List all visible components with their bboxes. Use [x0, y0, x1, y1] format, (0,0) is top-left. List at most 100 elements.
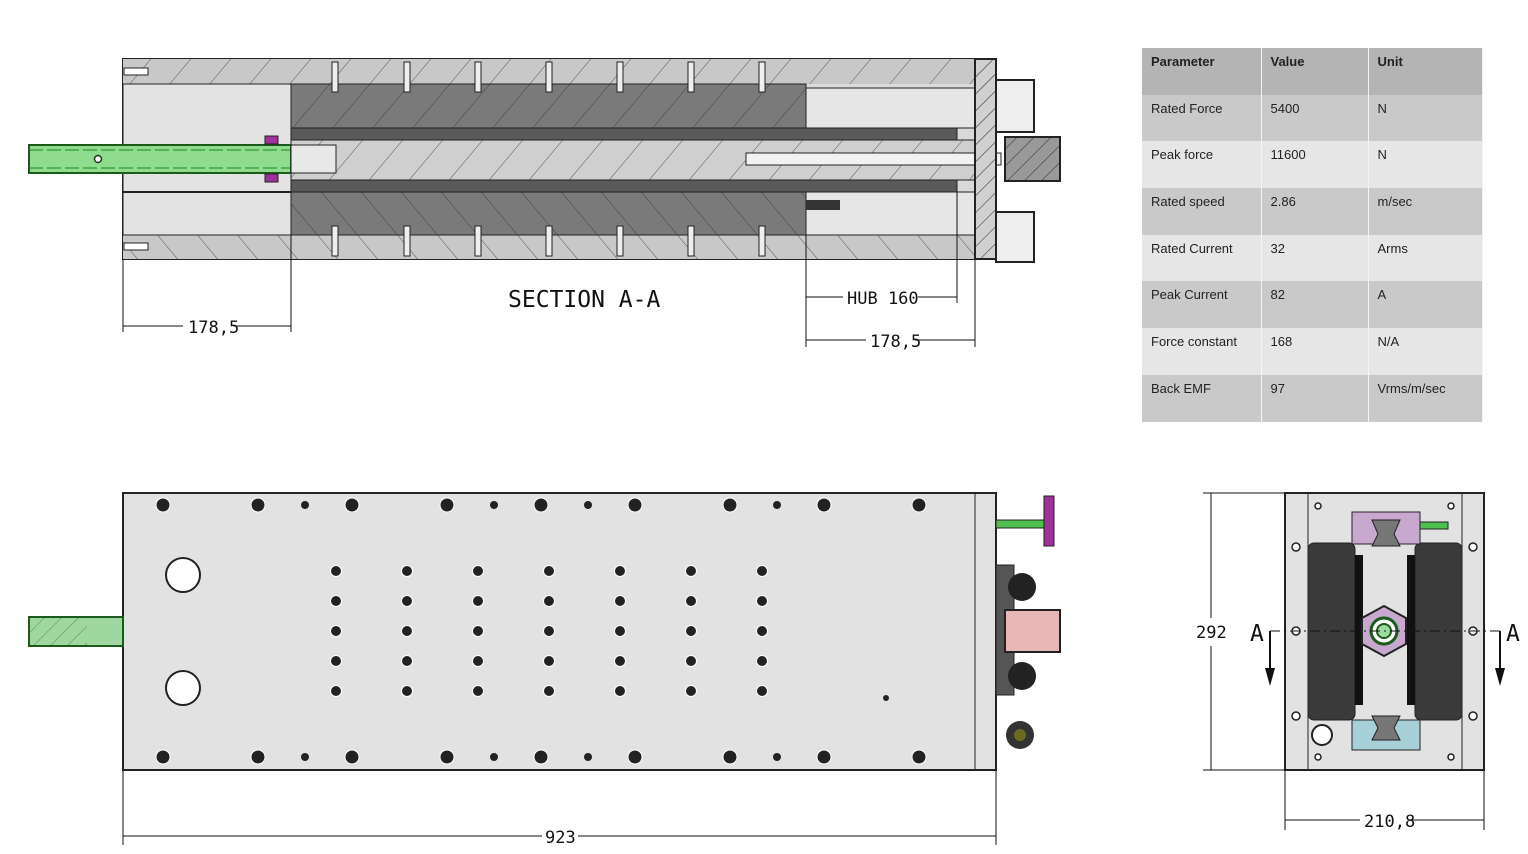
magnet-bolt-hole	[401, 595, 413, 607]
magnet-bolt-hole	[401, 625, 413, 637]
edge-hole	[490, 501, 498, 509]
magnet-bolt-hole	[756, 565, 768, 577]
magnet-bolt-hole	[614, 655, 626, 667]
cell-value: 5400	[1261, 94, 1369, 142]
magnet-bolt-hole	[330, 565, 342, 577]
edge-hole	[816, 749, 832, 765]
section-dimensions	[122, 192, 976, 347]
dim-length: 923	[545, 828, 576, 848]
magnet-bolt-hole	[330, 685, 342, 697]
cell-parameter: Rated Current	[1142, 234, 1262, 282]
magnet-bolt-hole	[330, 595, 342, 607]
magnet-bolt-hole	[756, 655, 768, 667]
magnet-bolt-hole	[756, 685, 768, 697]
header-parameter: Parameter	[1142, 48, 1262, 95]
cell-unit: Vrms/m/sec	[1368, 374, 1483, 422]
cell-unit: N/A	[1368, 328, 1483, 375]
edge-hole	[155, 497, 171, 513]
dim-right-offset: 178,5	[870, 332, 921, 352]
edge-hole	[439, 749, 455, 765]
edge-hole	[301, 753, 309, 761]
magnet-bolt-hole	[685, 625, 697, 637]
magnet-bolt-hole	[543, 625, 555, 637]
edge-hole	[344, 497, 360, 513]
edge-hole	[911, 497, 927, 513]
cell-unit: A	[1368, 281, 1483, 329]
cell-value: 2.86	[1261, 188, 1369, 235]
cell-parameter: Rated speed	[1142, 188, 1262, 235]
cell-value: 168	[1261, 328, 1369, 375]
edge-hole	[584, 501, 592, 509]
cell-parameter: Peak Current	[1142, 281, 1262, 329]
magnet-bolt-hole	[756, 595, 768, 607]
magnet-bolt-hole	[472, 625, 484, 637]
section-title: SECTION A-A	[508, 287, 660, 313]
header-value: Value	[1261, 48, 1369, 95]
magnet-bolt-hole	[685, 595, 697, 607]
magnet-bolt-hole	[472, 565, 484, 577]
cell-parameter: Force constant	[1142, 328, 1262, 375]
cell-unit: m/sec	[1368, 188, 1483, 235]
magnet-bolt-hole	[614, 685, 626, 697]
cell-value: 11600	[1261, 141, 1369, 189]
dim-width: 210,8	[1364, 812, 1415, 832]
magnet-bolt-hole	[401, 685, 413, 697]
cell-value: 82	[1261, 281, 1369, 329]
dim-left-offset: 178,5	[188, 318, 239, 338]
magnet-bolt-hole	[614, 595, 626, 607]
section-marker-right: A	[1506, 621, 1520, 647]
edge-hole	[773, 501, 781, 509]
table-header-row: Parameter Value Unit	[1142, 48, 1483, 95]
edge-hole	[773, 753, 781, 761]
magnet-bolt-hole	[756, 625, 768, 637]
edge-hole	[722, 497, 738, 513]
edge-hole	[911, 749, 927, 765]
edge-hole	[155, 749, 171, 765]
cell-unit: N	[1368, 141, 1483, 189]
magnet-bolt-hole	[543, 685, 555, 697]
plan-view	[28, 492, 1061, 771]
magnet-bolt-hole	[685, 655, 697, 667]
cell-unit: Arms	[1368, 234, 1483, 282]
edge-hole	[722, 749, 738, 765]
cell-parameter: Back EMF	[1142, 374, 1262, 422]
edge-hole	[250, 497, 266, 513]
section-marker-left: A	[1250, 621, 1264, 647]
section-view	[28, 58, 1061, 263]
end-view	[1265, 492, 1505, 771]
mounting-holes	[155, 497, 927, 765]
edge-hole	[490, 753, 498, 761]
edge-hole	[439, 497, 455, 513]
dim-hub: HUB 160	[847, 289, 919, 309]
edge-hole	[584, 753, 592, 761]
edge-hole	[344, 749, 360, 765]
magnet-bolt-hole	[472, 655, 484, 667]
edge-hole	[533, 497, 549, 513]
cell-parameter: Rated Force	[1142, 94, 1262, 142]
magnet-bolt-hole	[685, 685, 697, 697]
magnet-bolt-hole	[543, 655, 555, 667]
magnet-bolt-hole	[330, 625, 342, 637]
magnet-bolt-hole	[401, 565, 413, 577]
cell-value: 32	[1261, 234, 1369, 282]
piston-rod	[28, 144, 337, 174]
cell-value: 97	[1261, 374, 1369, 422]
magnet-bolt-hole	[543, 565, 555, 577]
edge-hole	[250, 749, 266, 765]
magnet-bolt-hole	[543, 595, 555, 607]
edge-hole	[301, 501, 309, 509]
magnet-bolt-hole	[614, 625, 626, 637]
magnet-bolt-hole	[472, 595, 484, 607]
magnet-bolt-hole	[685, 565, 697, 577]
edge-hole	[533, 749, 549, 765]
cell-unit: N	[1368, 94, 1483, 142]
edge-hole	[816, 497, 832, 513]
dim-height: 292	[1196, 623, 1227, 643]
magnet-bolt-hole	[330, 655, 342, 667]
edge-hole	[627, 749, 643, 765]
